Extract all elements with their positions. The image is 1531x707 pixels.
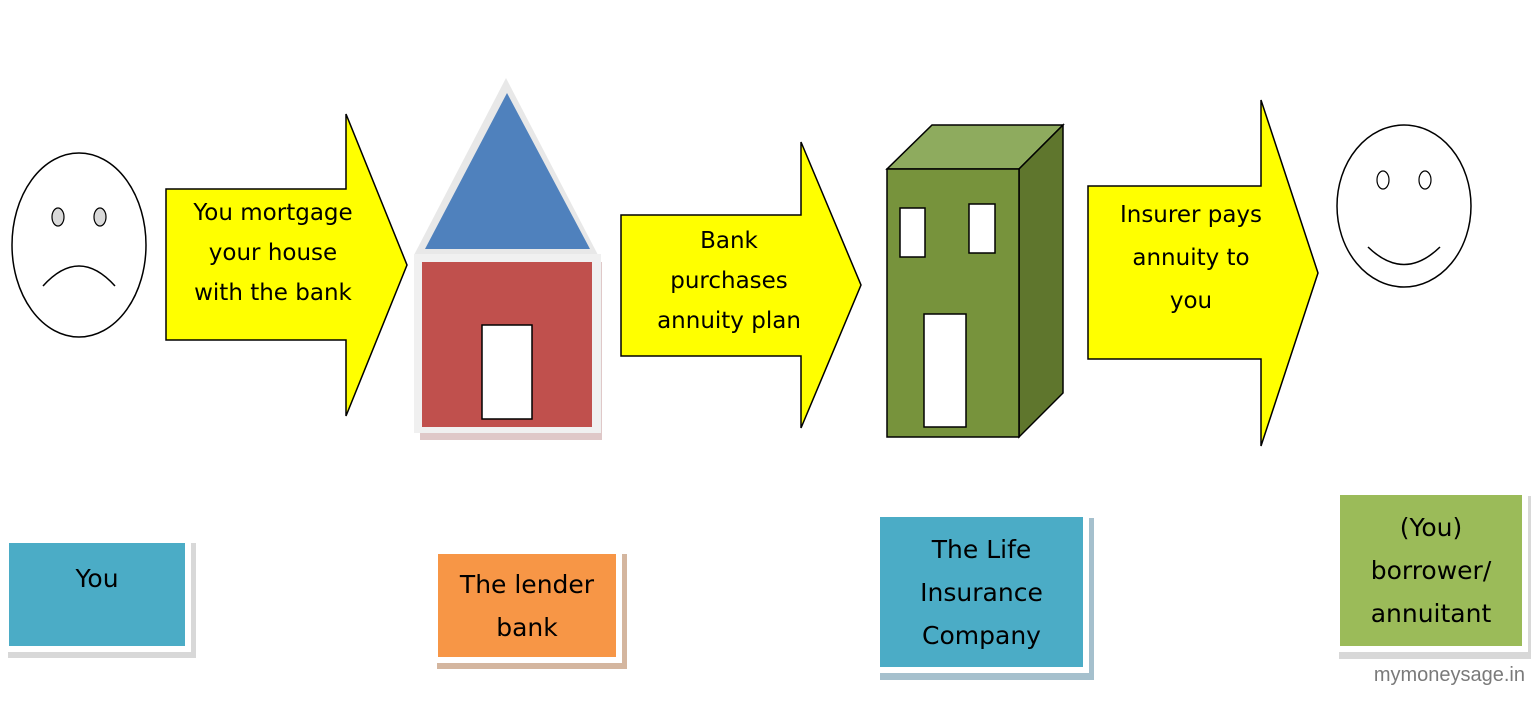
label-you: You bbox=[75, 564, 119, 593]
arrow-3-text: Insurer pays annuity to you bbox=[1119, 202, 1263, 314]
flow-arrow-1 bbox=[165, 113, 408, 417]
label-box-insurer: The Life Insurance Company bbox=[874, 511, 1089, 673]
office-building-icon bbox=[885, 123, 1065, 439]
label-box-bank: The lender bank bbox=[432, 548, 622, 663]
arrow-2-text: Bank purchases annuity plan bbox=[657, 228, 801, 334]
happy-face-icon bbox=[1336, 124, 1472, 288]
house-icon bbox=[414, 78, 602, 440]
label-bank: The lender bank bbox=[459, 569, 595, 642]
flow-arrow-3 bbox=[1087, 99, 1319, 447]
label-annuitant: (You) borrower/ annuitant bbox=[1370, 513, 1492, 628]
label-box-you: You bbox=[3, 537, 191, 652]
arrow-1-text: You mortgage your house with the bank bbox=[193, 200, 353, 306]
label-insurer: The Life Insurance Company bbox=[920, 534, 1043, 650]
flow-arrow-2 bbox=[620, 141, 862, 429]
label-box-annuitant: (You) borrower/ annuitant bbox=[1334, 489, 1528, 652]
sad-face-icon bbox=[11, 152, 147, 338]
watermark: mymoneysage.in bbox=[1373, 664, 1525, 686]
